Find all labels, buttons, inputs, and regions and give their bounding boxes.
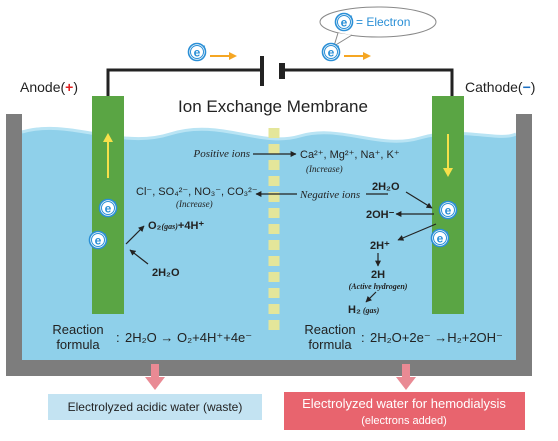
negative-ions-label: Negative ions: [299, 189, 360, 201]
dialysis-water-label: Electrolyzed water for hemodialysis: [302, 396, 506, 411]
anode-label: Anode(+): [20, 79, 78, 95]
positive-ions-formula: Ca²⁺, Mg²⁺, Na⁺, K⁺: [300, 149, 400, 161]
cathode-h2: H₂(gas): [348, 304, 380, 316]
left-formula-equation: 2H₂O → O₂+4H⁺+4e⁻: [125, 330, 252, 345]
svg-text:e: e: [437, 232, 444, 246]
membrane-title: Ion Exchange Membrane: [178, 97, 368, 116]
svg-text:-: -: [114, 199, 117, 206]
right-formula-label-line2: formula: [308, 337, 352, 352]
svg-text:e: e: [341, 16, 348, 30]
positive-ions-note: (Increase): [306, 164, 343, 174]
negative-ions-formula: Cl⁻, SO₄²⁻, NO₃⁻, CO₃²⁻: [136, 186, 258, 198]
electron-flow-arrowhead: [363, 52, 371, 60]
electron-icon: e -: [187, 42, 207, 62]
dialysis-water-box: [284, 392, 525, 430]
cathode-water: 2H₂O: [372, 181, 400, 193]
legend-electron-icon: e -: [334, 12, 354, 32]
electron-icon: e -: [430, 228, 450, 248]
electron-icon: e -: [98, 198, 118, 218]
anode-product: O₂(gas)+4H⁺: [148, 220, 204, 232]
anode-reactant: 2H₂O: [152, 267, 180, 279]
legend-text: = Electron: [356, 15, 410, 29]
svg-text:e: e: [194, 46, 201, 60]
svg-text:e: e: [445, 204, 452, 218]
cathode-hydroxide: 2OH⁻: [366, 209, 395, 221]
left-formula-label-line2: formula: [56, 337, 100, 352]
acidic-water-label: Electrolyzed acidic water (waste): [68, 400, 243, 414]
svg-text:-: -: [203, 43, 206, 50]
anode-upward-arrowhead: [103, 133, 113, 142]
acidic-water-box: [48, 394, 262, 420]
negative-ions-note: (Increase): [176, 199, 213, 209]
svg-text:e: e: [95, 234, 102, 248]
electron-icon: e -: [321, 42, 341, 62]
cathode-label: Cathode(−): [465, 79, 535, 95]
positive-ions-label: Positive ions: [192, 148, 250, 160]
svg-text:-: -: [446, 229, 449, 236]
svg-text:-: -: [454, 201, 457, 208]
cathode-proton: 2H⁺: [370, 240, 390, 252]
right-formula-label-line1: Reaction: [304, 322, 355, 337]
svg-text:e: e: [105, 202, 112, 216]
electron-icon: e -: [438, 200, 458, 220]
cathode-arrow-to-electrode: [405, 191, 433, 209]
cathode-downward-arrowhead: [443, 168, 453, 177]
left-formula-label-line1: Reaction: [52, 322, 103, 337]
electron-flow-arrowhead: [229, 52, 237, 60]
cathode-hydrogen: 2H: [371, 269, 385, 281]
dialysis-output-arrow: [396, 364, 416, 390]
svg-text:-: -: [104, 231, 107, 238]
acidic-output-arrow: [145, 364, 165, 390]
electron-icon: e -: [88, 230, 108, 250]
left-formula-colon: :: [116, 330, 120, 345]
svg-text:-: -: [350, 13, 353, 20]
circuit-wire: [106, 68, 454, 96]
dialysis-water-sublabel: (electrons added): [361, 415, 447, 427]
right-formula-equation: 2H₂O+2e⁻ →H₂+2OH⁻: [370, 330, 503, 345]
cathode-hydrogen-note: (Active hydrogen): [349, 282, 408, 291]
anode-reactant-arrow: [129, 249, 149, 265]
svg-text:e: e: [328, 46, 335, 60]
right-formula-colon: :: [361, 330, 365, 345]
anode-reaction-arrow: [125, 225, 145, 245]
cathode-arrow-to-proton: [397, 223, 437, 241]
cathode-arrow-to-h2: [365, 291, 377, 303]
svg-text:-: -: [337, 43, 340, 50]
